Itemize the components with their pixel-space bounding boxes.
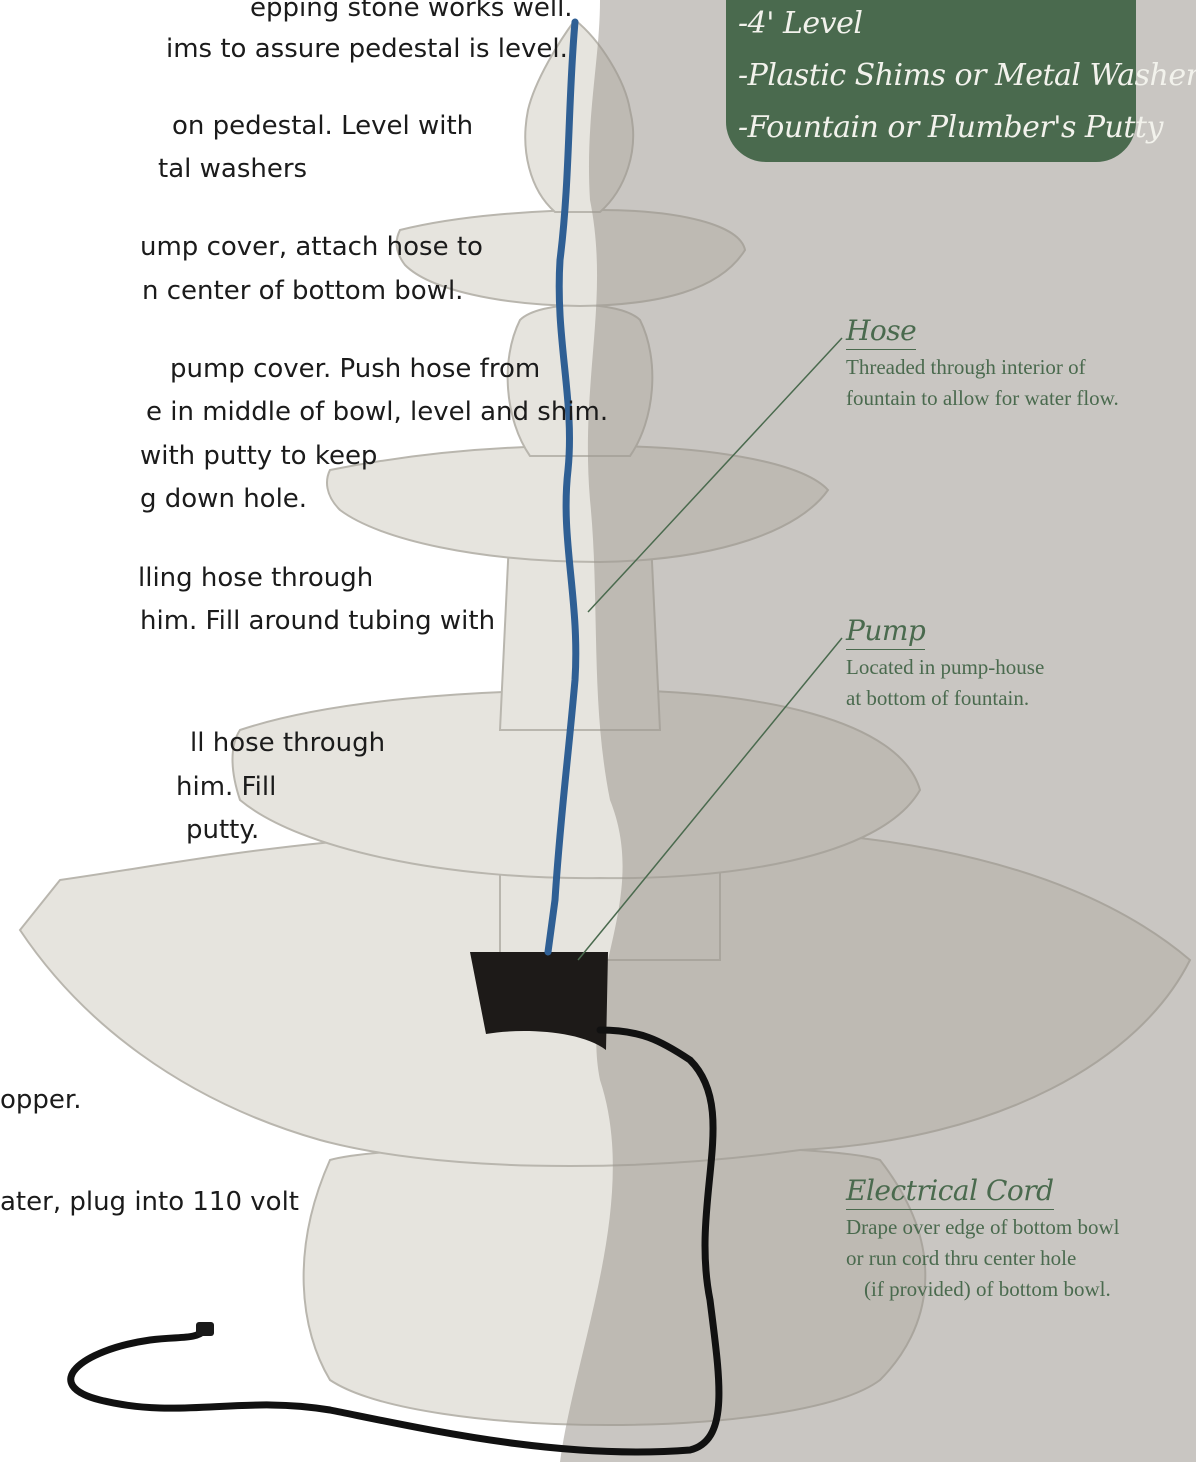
- callout-pump-title: Pump: [846, 614, 925, 650]
- instruction-line: him. Fill: [176, 765, 276, 809]
- instruction-line: pump cover. Push hose from: [170, 347, 540, 391]
- callout-hose-line: fountain to allow for water flow.: [846, 385, 1119, 412]
- instruction-line: him. Fill around tubing with: [140, 599, 495, 643]
- instructions-list: epping stone works well. ims to assure p…: [0, 0, 560, 1462]
- tool-item: -4' Level: [738, 6, 862, 41]
- tool-item: -Fountain or Plumber's Putty: [738, 110, 1163, 145]
- callout-cord-line: Drape over edge of bottom bowl: [846, 1214, 1120, 1241]
- instruction-line: epping stone works well.: [250, 0, 573, 30]
- instruction-line: g down hole.: [140, 477, 307, 521]
- instruction-line: ater, plug into 110 volt: [0, 1180, 299, 1224]
- instruction-line: tal washers: [158, 147, 307, 191]
- callout-cord-title: Electrical Cord: [846, 1174, 1054, 1210]
- instruction-line: lling hose through: [138, 556, 373, 600]
- instruction-line: ump cover, attach hose to: [140, 225, 483, 269]
- callout-pump: Pump Located in pump-house at bottom of …: [846, 614, 1044, 712]
- callout-cord-line: (if provided) of bottom bowl.: [846, 1276, 1120, 1303]
- instruction-line: with putty to keep: [140, 434, 377, 478]
- callout-pump-line: Located in pump-house: [846, 654, 1044, 681]
- instruction-line: e in middle of bowl, level and shim.: [146, 390, 608, 434]
- callout-hose-line: Threaded through interior of: [846, 354, 1119, 381]
- callout-hose: Hose Threaded through interior of founta…: [846, 314, 1119, 412]
- instruction-line: n center of bottom bowl.: [142, 269, 463, 313]
- callout-pump-line: at bottom of fountain.: [846, 685, 1044, 712]
- instruction-line: putty.: [186, 808, 259, 852]
- callout-cord-line: or run cord thru center hole: [846, 1245, 1120, 1272]
- instruction-line: opper.: [0, 1078, 81, 1122]
- callout-cord: Electrical Cord Drape over edge of botto…: [846, 1174, 1120, 1303]
- tools-box: -4' Level -Plastic Shims or Metal Washer…: [726, 0, 1136, 162]
- instruction-line: ims to assure pedestal is level.: [166, 27, 568, 71]
- instruction-line: ll hose through: [190, 721, 385, 765]
- tool-item: -Plastic Shims or Metal Washers: [738, 58, 1196, 93]
- instruction-line: on pedestal. Level with: [172, 104, 473, 148]
- callout-hose-title: Hose: [846, 314, 916, 350]
